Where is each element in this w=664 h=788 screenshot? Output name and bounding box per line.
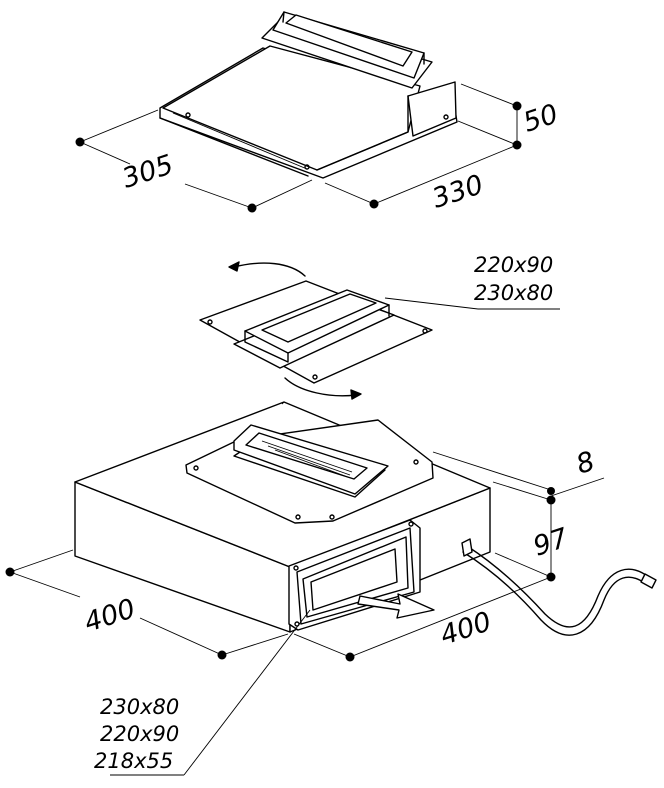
main-box-width-label: 400 (81, 593, 140, 638)
outlet-callout: 230x80 220x90 218x55 (94, 609, 311, 776)
adapter-size-b-label: 230x80 (474, 281, 553, 305)
top-unit-width-label: 305 (119, 149, 178, 194)
main-box-offset-label: 8 (573, 446, 599, 481)
top-unit (159, 11, 458, 179)
top-unit-height-label: 50 (520, 99, 562, 139)
cable-plug (640, 573, 657, 589)
outlet-size-a-label: 230x80 (100, 695, 179, 719)
top-unit-depth-label: 330 (429, 169, 488, 214)
rotation-arrow-bottom (284, 377, 357, 397)
main-box-height-label: 97 (530, 523, 572, 563)
airflow-arrow (357, 593, 435, 619)
main-box (74, 401, 657, 636)
rotation-arrow-top (233, 262, 306, 277)
adapter-size-a-label: 220x90 (474, 253, 553, 277)
adapter-plate (199, 261, 433, 400)
adapter-callout: 220x90 230x80 (384, 253, 560, 310)
cable-gland (461, 538, 473, 557)
outlet-size-b-label: 220x90 (100, 722, 179, 746)
outlet-size-c-label: 218x55 (94, 749, 173, 773)
power-cable (466, 545, 651, 628)
main-box-depth-label: 400 (437, 606, 496, 651)
top-unit-housing (407, 81, 457, 137)
